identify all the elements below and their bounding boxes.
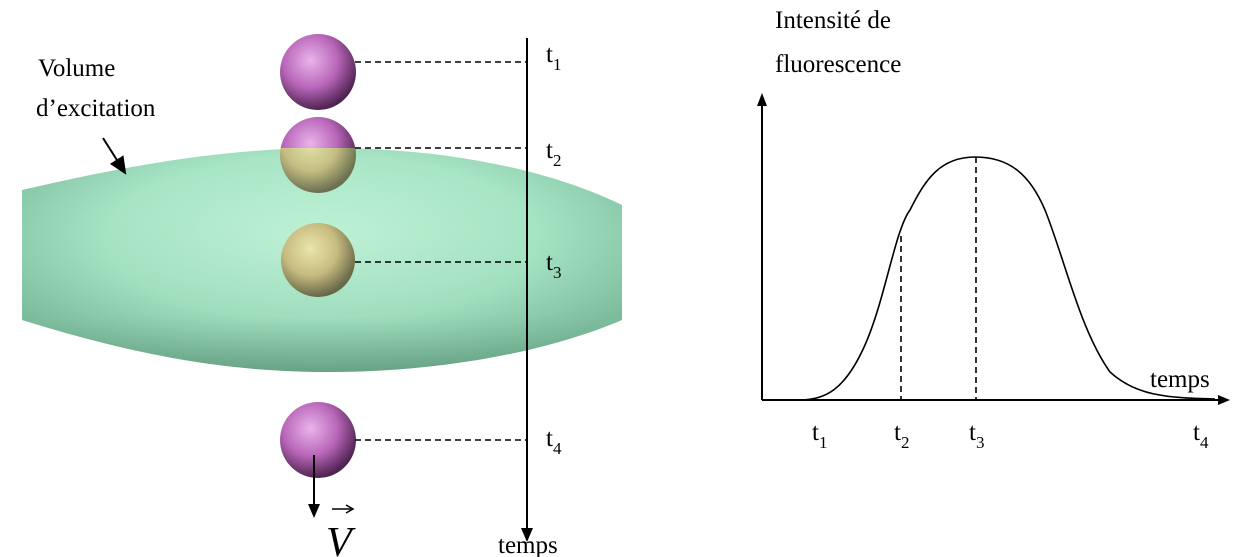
particle-t1 [280,34,356,110]
velocity-symbol: V [326,520,356,557]
y-axis-arrowhead [757,93,767,106]
time-axis-arrowhead [521,528,533,542]
x-axis-arrowhead [1218,395,1230,405]
tick-t3: t3 [969,419,984,452]
particle-t4 [280,402,356,478]
label-t4: t4 [546,425,562,458]
tick-t2: t2 [894,419,909,452]
x-axis-label: temps [1150,366,1210,393]
label-t2: t2 [546,137,561,170]
fluorescence-curve [799,156,1216,401]
time-axis-label: temps [498,532,558,557]
y-axis-label-line1: Intensité de [775,7,891,34]
velocity-arrowhead [308,504,320,518]
tick-t4: t4 [1193,419,1209,452]
particle-t3 [281,223,355,297]
label-t3: t3 [546,249,561,282]
label-t1: t1 [546,41,561,74]
tick-t1: t1 [812,419,827,452]
volume-pointer-arrow [102,137,127,175]
y-axis-label-line2: fluorescence [775,51,901,78]
right-graph: Intensité de fluorescence temps t1 t2 t3… [757,7,1230,452]
left-diagram: V Volume d’excitation temps t1 t2 t3 t4 [22,34,622,557]
volume-label-line2: d’excitation [36,95,156,122]
particle-t2 [280,117,356,193]
volume-label-line1: Volume [38,55,115,82]
velocity-vector-mark-head [345,504,355,514]
